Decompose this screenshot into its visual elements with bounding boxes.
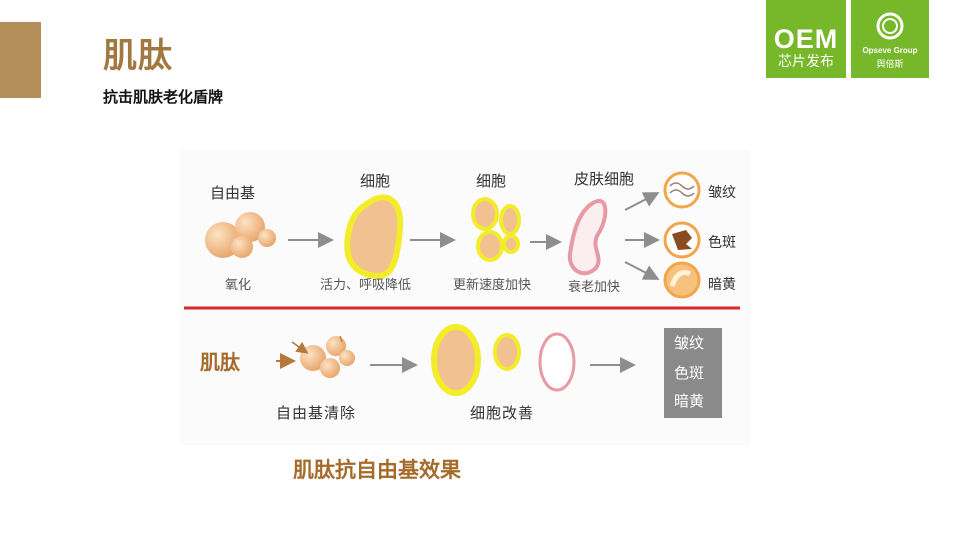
stage-aging-label: 衰老加快 [568, 280, 621, 295]
oem-logo: OEM 芯片发布 [766, 0, 846, 78]
aged-skin-cell [567, 198, 608, 276]
page-subtitle: 抗击肌肤老化盾牌 [103, 88, 224, 106]
outcome-wrinkle-label: 皱纹 [708, 185, 736, 201]
fragmented-cells [471, 197, 521, 262]
stage-skin-cell-label: 皮肤细胞 [574, 170, 635, 188]
opseve-brand-name: Opseve Group [862, 46, 918, 55]
cell-improvement-label: 细胞改善 [470, 404, 535, 422]
stage-cell-2-label: 细胞 [476, 172, 507, 190]
flow-arrow [624, 261, 660, 280]
ring-logo-icon [876, 12, 904, 40]
oem-logo-subtitle: 芯片发布 [778, 54, 834, 70]
cell-shape [344, 194, 404, 280]
panel-wrinkle: 皱纹 [674, 334, 705, 352]
outcome-dullness-label: 暗黄 [708, 277, 736, 293]
panel-dullness: 暗黄 [674, 392, 705, 410]
improved-cells [431, 324, 576, 396]
stage-free-radical-label: 自由基 [210, 184, 256, 202]
cleared-radical-bubbles [291, 335, 355, 378]
diagram-graphics [184, 171, 740, 396]
wrinkle-icon [663, 171, 701, 209]
stage-cell-renewal-label: 更新速度加快 [453, 278, 532, 293]
page-title: 肌肽 [103, 36, 173, 76]
diagram-caption: 肌肽抗自由基效果 [293, 458, 461, 482]
stage-cell-vitality-label: 活力、呼吸降低 [320, 278, 412, 293]
stage-oxidation-label: 氧化 [225, 278, 252, 293]
accent-bar [0, 22, 41, 98]
free-radical-bubbles [205, 212, 276, 258]
radical-clearance-label: 自由基清除 [276, 404, 357, 422]
reduced-symptoms-panel: 皱纹 色斑 暗黄 [664, 328, 722, 418]
dullness-icon [663, 261, 701, 299]
carnosine-label: 肌肽 [200, 350, 240, 374]
stage-cell-label: 细胞 [360, 172, 391, 190]
outcome-spot-label: 色斑 [708, 235, 736, 251]
flow-arrow [624, 192, 660, 211]
panel-spot: 色斑 [674, 364, 705, 382]
opseve-brand-cn: 舆倍斯 [876, 60, 904, 70]
spot-icon [663, 221, 701, 259]
opseve-logo: Opseve Group 舆倍斯 [851, 0, 929, 78]
oem-logo-title: OEM [773, 24, 839, 54]
free-radical-diagram: 自由基 氧化 细胞 活力、呼吸降低 细胞 更新速度加快 皮肤细胞 衰老加快 皱纹… [180, 150, 750, 445]
